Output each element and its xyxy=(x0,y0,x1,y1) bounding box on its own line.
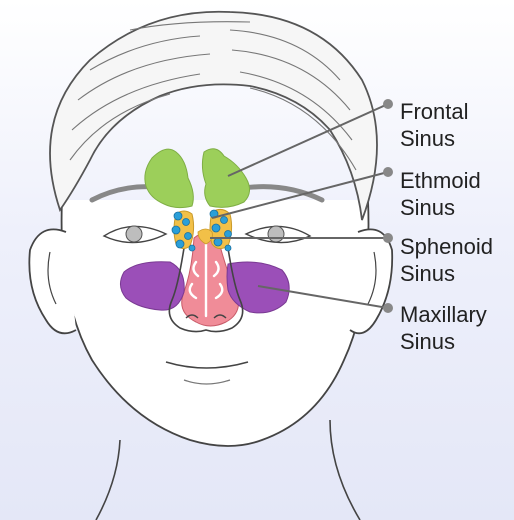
frontal-sinus-label-line1: Frontal xyxy=(400,98,468,125)
maxillary-sinus-label-line2: Sinus xyxy=(400,328,487,355)
sphenoid-sinus-label-line1: Sphenoid xyxy=(400,233,493,260)
ethmoid-sinus-label: Ethmoid Sinus xyxy=(400,167,481,221)
frontal-sinus-label: Frontal Sinus xyxy=(400,98,468,152)
ethmoid-sinus-label-line1: Ethmoid xyxy=(400,167,481,194)
maxillary-sinus-label: Maxillary Sinus xyxy=(400,301,487,355)
ethmoid-sinus-label-line2: Sinus xyxy=(400,194,481,221)
sphenoid-sinus-label-line2: Sinus xyxy=(400,260,493,287)
maxillary-sinus-label-line1: Maxillary xyxy=(400,301,487,328)
frontal-sinus xyxy=(145,149,250,208)
frontal-sinus-label-line2: Sinus xyxy=(400,125,468,152)
sphenoid-sinus-label: Sphenoid Sinus xyxy=(400,233,493,287)
